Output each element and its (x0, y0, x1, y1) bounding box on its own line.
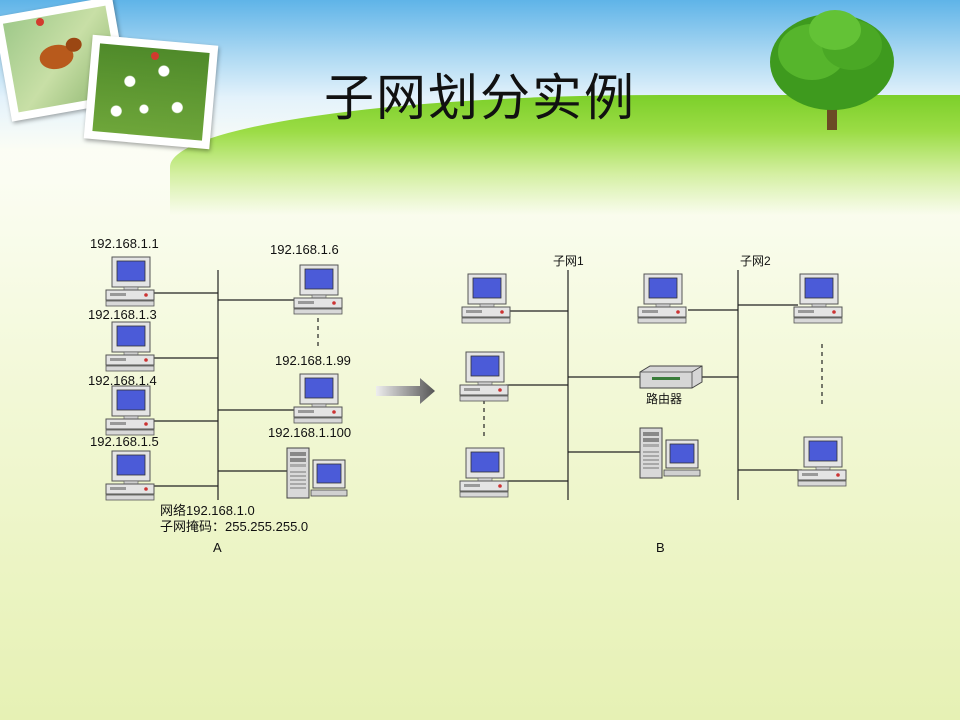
computer-icon (637, 273, 687, 324)
computer-icon (461, 273, 511, 324)
diagram-a-caption: A (213, 540, 222, 555)
host-ip-label: 192.168.1.5 (90, 434, 159, 449)
host-ip-label: 192.168.1.4 (88, 373, 157, 388)
computer-icon (293, 264, 343, 315)
diagram-b-caption: B (656, 540, 665, 555)
computer-icon (797, 436, 847, 487)
host-ip-label: 192.168.1.100 (268, 425, 352, 440)
computer-icon (105, 450, 155, 501)
host-ip-label: 192.168.1.1 (90, 236, 159, 251)
computer-icon (459, 351, 509, 402)
computer-icon (105, 385, 155, 436)
server-icon (286, 447, 348, 499)
subnet-mask-label: 子网掩码：255.255.255.0 (160, 519, 309, 534)
host-ip-label: 192.168.1.6 (270, 242, 339, 257)
computer-icon (293, 373, 343, 424)
computer-icon (793, 273, 843, 324)
arrow-icon (376, 378, 435, 404)
server-icon (639, 427, 701, 479)
computer-icon (105, 256, 155, 307)
network-address-label: 网络192.168.1.0 (160, 503, 255, 518)
host-ip-label: 192.168.1.3 (88, 307, 157, 322)
computer-icon (105, 321, 155, 372)
diagram-a (105, 256, 348, 501)
computer-icon (459, 447, 509, 498)
router-icon (639, 365, 703, 389)
router-label: 路由器 (646, 392, 683, 406)
subnet2-label: 子网2 (740, 254, 771, 268)
subnet1-label: 子网1 (553, 254, 584, 268)
diagram-b (459, 270, 847, 500)
slide-title: 子网划分实例 (324, 69, 636, 127)
host-ip-label: 192.168.1.99 (275, 353, 351, 368)
